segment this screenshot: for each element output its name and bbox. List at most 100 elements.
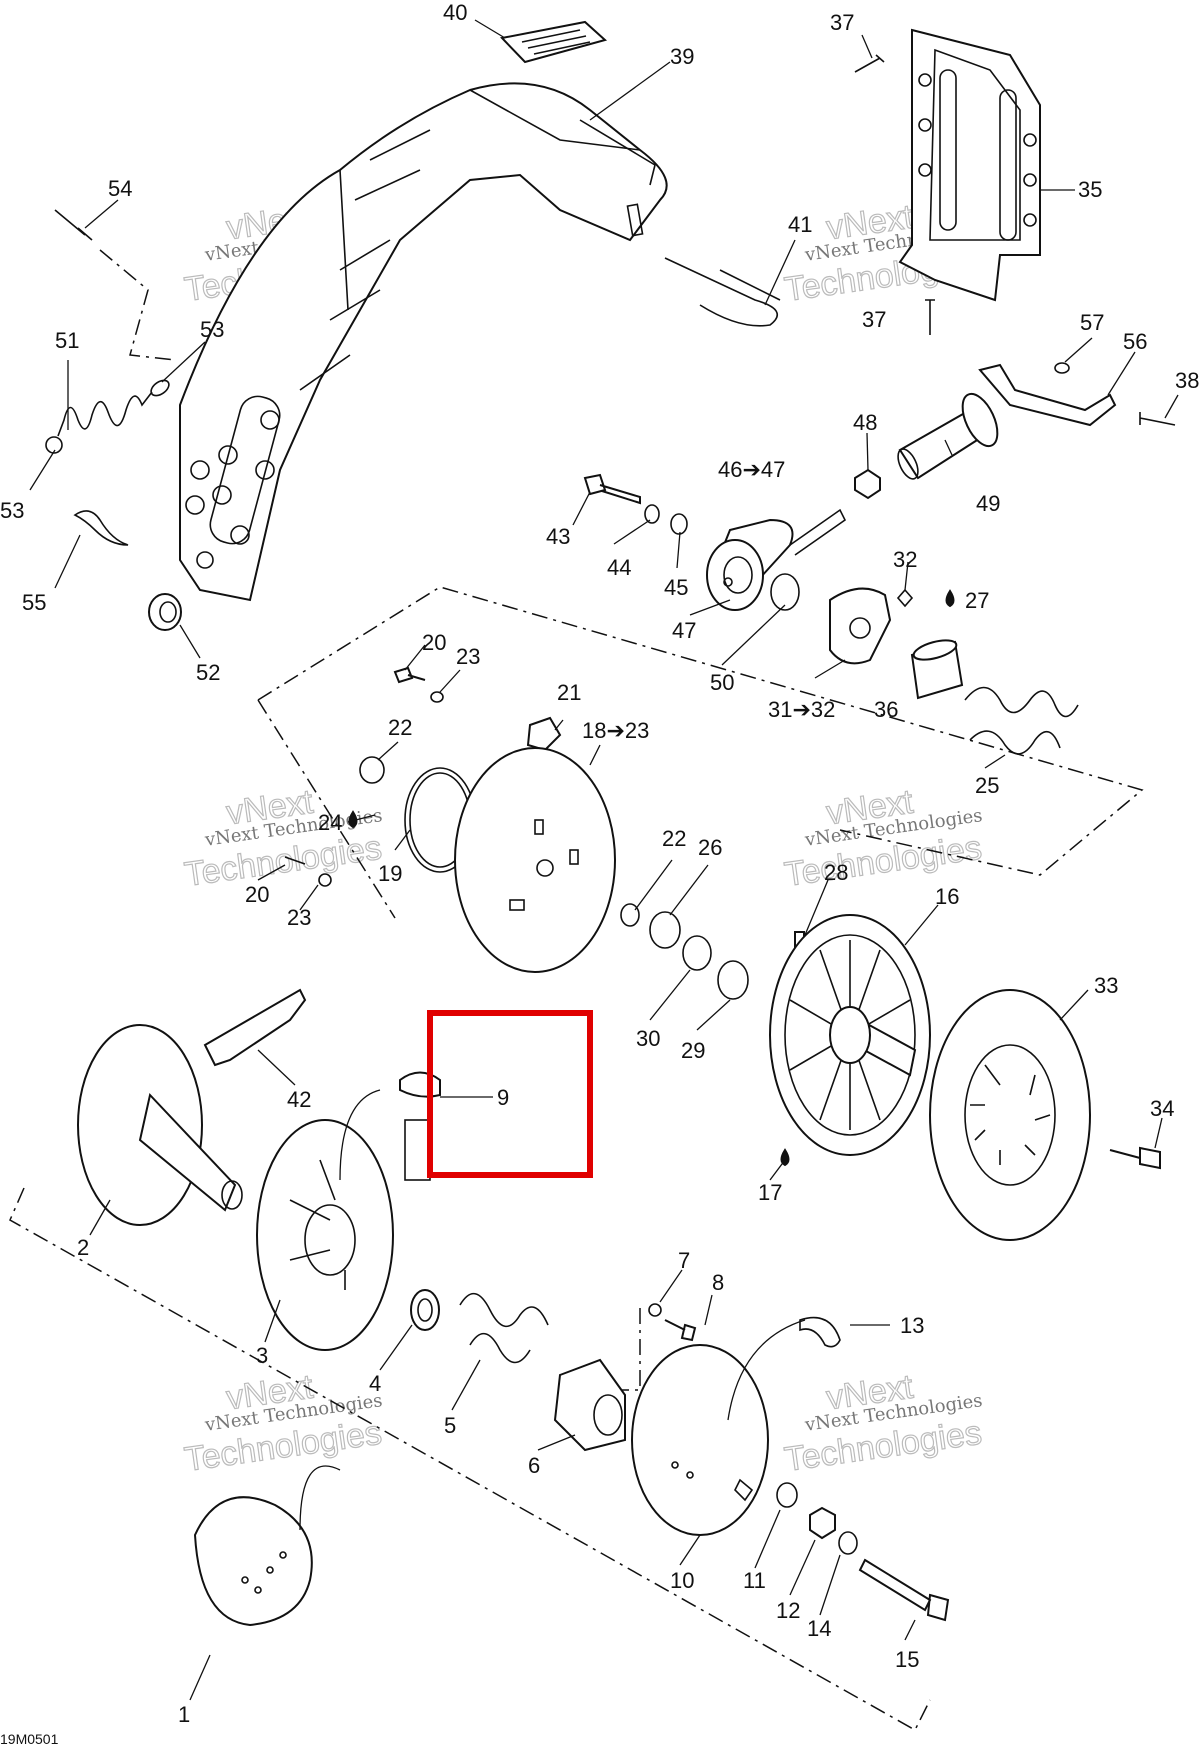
callout-label: 26 (698, 835, 722, 860)
part-10-cover (631, 1344, 769, 1536)
callout-label: 14 (807, 1616, 831, 1641)
callout-label: 53 (200, 317, 224, 342)
callout-label: 36 (874, 697, 898, 722)
callout-label: 45 (664, 575, 688, 600)
part-36-sleeve (910, 639, 964, 700)
callout-label: 25 (975, 773, 999, 798)
callout-label: 48 (853, 410, 877, 435)
callout-label: 29 (681, 1038, 705, 1063)
watermark-bottom-left: vNext vNext Technologies Technologies (182, 1367, 385, 1479)
part-37-rivet-top (854, 54, 885, 73)
drive-pulley-assembly-outline (9, 1187, 931, 1732)
callout-label: 47 (672, 618, 696, 643)
part-20-screw-lower (284, 856, 306, 865)
callout-label: 38 (1175, 368, 1199, 393)
oil-drop-icon (945, 589, 955, 608)
highlight-box-part-9 (427, 1010, 593, 1178)
callout-label: 44 (607, 555, 631, 580)
callout-label: 30 (636, 1026, 660, 1051)
part-56-support-bracket (978, 363, 1117, 427)
part-49-shaft (897, 392, 999, 480)
callout-label: 2 (77, 1235, 89, 1260)
callout-label: 7 (678, 1248, 690, 1273)
callout-label: 28 (824, 860, 848, 885)
callout-label: 1 (178, 1702, 190, 1727)
callout-label: 34 (1150, 1096, 1174, 1121)
callout-label: 16 (935, 884, 959, 909)
callout-label: 51 (55, 328, 79, 353)
part-21-slider (526, 716, 562, 752)
callout-label: 37 (862, 307, 886, 332)
callout-label: 4 (369, 1371, 381, 1396)
callout-label: 33 (1094, 973, 1118, 998)
callout-label: 22 (662, 826, 686, 851)
callout-label: 6 (528, 1453, 540, 1478)
oil-drop-icon (348, 810, 358, 829)
part-34-bolt (1109, 1146, 1161, 1170)
part-23-washer (430, 691, 444, 703)
callout-label: 50 (710, 670, 734, 695)
callout-label: 42 (287, 1087, 311, 1112)
part-33-backing-plate (929, 989, 1091, 1241)
assembly-outlines (9, 249, 1144, 1732)
callout-label: 24 (318, 810, 342, 835)
callout-label: 46➔47 (718, 457, 785, 482)
callout-label: 20 (422, 630, 446, 655)
part-45-washer (670, 513, 688, 535)
part-37-rivet-bottom (925, 299, 935, 335)
part-8-screw (664, 1319, 697, 1342)
callout-label: 53 (0, 498, 24, 523)
callout-label: 52 (196, 660, 220, 685)
part-51-tether-cable (45, 379, 170, 454)
callout-label: 5 (444, 1413, 456, 1438)
part-14-washer (838, 1531, 858, 1555)
callout-label: 18➔23 (582, 718, 649, 743)
driven-pulley-assembly-outline (257, 586, 1144, 919)
callout-label: 23 (456, 644, 480, 669)
bolt-leader-line (620, 1308, 641, 1391)
part-1-cap (193, 1496, 313, 1627)
part-32-screw (896, 588, 914, 608)
callout-label: 37 (830, 10, 854, 35)
part-22-oring (359, 756, 385, 784)
callout-label: 56 (1123, 329, 1147, 354)
part-44-washer (644, 504, 660, 524)
part-5-spring (459, 1292, 549, 1364)
callout-label: 32 (893, 547, 917, 572)
part-7-washer (648, 1303, 662, 1317)
part-48-nut (854, 468, 881, 500)
callout-label: 20 (245, 882, 269, 907)
part-20-screw (393, 666, 426, 684)
callout-label: 12 (776, 1598, 800, 1623)
part-9-roller (399, 1071, 441, 1181)
cable-routing-line (99, 249, 176, 361)
callout-label: 23 (287, 905, 311, 930)
part-26-washer (649, 911, 681, 949)
part-52-grommet (148, 593, 182, 631)
part-23-washer-lower (318, 873, 332, 887)
part-22-oring-right (620, 903, 640, 927)
callout-label: 13 (900, 1313, 924, 1338)
part-50-ring (770, 573, 800, 611)
callout-label: 3 (256, 1343, 268, 1368)
part-4-bushing (410, 1289, 440, 1331)
leader-lines (29, 19, 1179, 1701)
callout-label: 39 (670, 44, 694, 69)
callout-label: 49 (976, 491, 1000, 516)
callout-label: 22 (388, 715, 412, 740)
part-25-spring (964, 686, 1079, 755)
part-29-washer (717, 960, 749, 1000)
callout-label: 55 (22, 590, 46, 615)
part-15-bolt (858, 1558, 950, 1622)
figure-id: 19M0501 (0, 1731, 59, 1747)
callout-label: 8 (712, 1270, 724, 1295)
callout-label: 27 (965, 588, 989, 613)
part-41-hairpin-clip (664, 257, 781, 327)
part-30-washer (682, 935, 712, 971)
watermark-mid-right: vNext vNext Technologies Technologies (782, 782, 985, 894)
part-16-fixed-sheave (769, 914, 931, 1156)
callout-label: 40 (443, 0, 467, 25)
callout-label: 19 (378, 861, 402, 886)
